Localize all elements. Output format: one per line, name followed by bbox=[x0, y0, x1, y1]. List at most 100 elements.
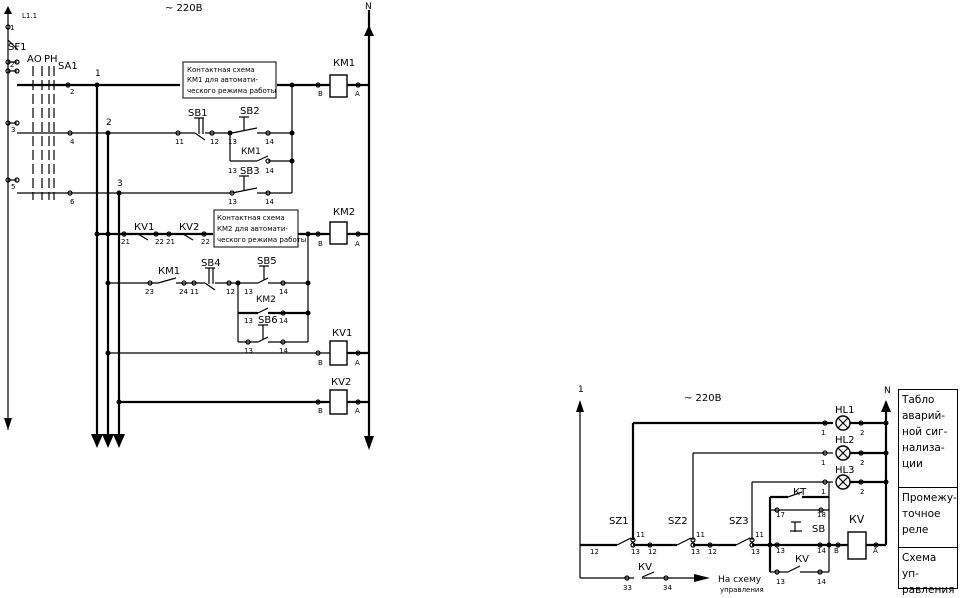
kt-term-1: 1 bbox=[821, 488, 825, 496]
box2-line2: КМ2 для автомати- bbox=[217, 225, 288, 233]
km2-auto-scheme-box bbox=[213, 209, 299, 248]
km1-circuit-row bbox=[17, 74, 369, 193]
sb6-term-13: 13 bbox=[244, 347, 253, 355]
km1-hold-label: КМ1 bbox=[241, 147, 261, 157]
km2-circuit-row bbox=[94, 221, 369, 322]
km1-hold-14: 14 bbox=[265, 167, 274, 175]
kv-hold-14: 14 bbox=[817, 578, 826, 586]
right-phase-bus bbox=[576, 400, 710, 582]
sz-control-line bbox=[580, 531, 886, 560]
kv1-contact-label: КV1 bbox=[134, 222, 154, 233]
box1-line2: КМ1 для автомати- bbox=[187, 76, 258, 84]
sb1-sb2-row bbox=[17, 116, 295, 164]
hl3-term-2: 2 bbox=[860, 488, 864, 496]
kv-term-34: 34 bbox=[663, 584, 672, 592]
hl2-term-1: 1 bbox=[821, 459, 825, 467]
sb-term-13: 13 bbox=[776, 547, 785, 555]
sb6-term-14: 14 bbox=[279, 347, 288, 355]
right-neutral-bus bbox=[881, 400, 891, 545]
left-bus-label: L1.1 bbox=[22, 12, 37, 20]
sf1-breaker bbox=[5, 24, 20, 183]
sz2-label: SZ2 bbox=[668, 516, 688, 527]
sa-contact-2b: 2 bbox=[70, 88, 74, 96]
kv-coil-label: КV bbox=[849, 513, 865, 526]
kv1-term-22: 22 bbox=[155, 238, 164, 246]
kv1-coil-label: КV1 bbox=[332, 328, 352, 339]
sz1-term-12: 12 bbox=[590, 548, 599, 556]
km1-term-23: 23 bbox=[145, 288, 154, 296]
kv-term-33: 33 bbox=[623, 584, 632, 592]
kv2-coil-label: КV2 bbox=[331, 377, 351, 388]
sa1-label: SA1 bbox=[58, 61, 78, 72]
hl2-row bbox=[692, 445, 889, 540]
kv-hold-13: 13 bbox=[776, 578, 785, 586]
line-number-2: 2 bbox=[106, 118, 112, 128]
sb1-term-11: 11 bbox=[175, 138, 184, 146]
line-number-1: 1 bbox=[95, 69, 101, 79]
sb4-term-11: 11 bbox=[190, 288, 199, 296]
sa-contact-5: 5 bbox=[11, 183, 15, 191]
kv2-contact-label: КV2 bbox=[179, 222, 199, 233]
hl1-term-1: 1 bbox=[821, 429, 825, 437]
km1-term-24: 24 bbox=[179, 288, 188, 296]
sz1-term-11: 11 bbox=[636, 531, 645, 539]
sb5-term-13: 13 bbox=[244, 288, 253, 296]
sb2-label: SB2 bbox=[240, 106, 260, 117]
sb5-label: SB5 bbox=[257, 256, 277, 267]
sa-contact-4: 4 bbox=[70, 138, 75, 146]
km2-hold-13: 13 bbox=[244, 317, 253, 325]
kv-output-contact bbox=[624, 571, 669, 581]
sz1-term-13: 13 bbox=[631, 548, 640, 556]
hl1-label: HL1 bbox=[835, 405, 854, 416]
km2-term-a: А bbox=[355, 240, 360, 248]
kv2-term-22: 22 bbox=[201, 238, 210, 246]
kv1-coil-row bbox=[105, 340, 369, 366]
kv1-term-b: В bbox=[318, 359, 323, 367]
right-supply-label: ~ 220В bbox=[684, 393, 722, 404]
sb2-term-13: 13 bbox=[228, 138, 237, 146]
km1-auto-scheme-box bbox=[182, 61, 277, 99]
sz3-term-12: 12 bbox=[708, 548, 717, 556]
km1-hold-13: 13 bbox=[228, 167, 237, 175]
km1-block-label: КМ1 bbox=[158, 266, 180, 277]
kv-coil-term-b: В bbox=[834, 547, 839, 555]
to-scheme-line2: управления bbox=[720, 586, 764, 594]
sa-contact-2: 2 bbox=[10, 61, 14, 69]
right-neutral-label: N bbox=[884, 386, 891, 396]
sa-contact-3: 3 bbox=[11, 126, 15, 134]
sb4-term-12: 12 bbox=[226, 288, 235, 296]
kv-contact-gap bbox=[634, 575, 642, 581]
box1-line3: ческого режима работы bbox=[187, 87, 276, 95]
sz3-term-11: 11 bbox=[755, 531, 764, 539]
kv-output-label: КV bbox=[638, 562, 652, 573]
hl3-row bbox=[751, 474, 889, 540]
box1-line1: Контактная схема bbox=[187, 66, 255, 74]
km2-coil-label: КМ2 bbox=[333, 207, 355, 218]
rn-label: РН bbox=[44, 54, 58, 65]
kt-sb-kv-block bbox=[768, 482, 830, 575]
kv-coil-term-a: А bbox=[873, 547, 878, 555]
sz2-term-13: 13 bbox=[691, 548, 700, 556]
kv2-coil-row bbox=[116, 389, 369, 415]
hl2-label: HL2 bbox=[835, 435, 854, 446]
kt-term-18: 18 bbox=[817, 511, 826, 519]
km1-coil-label: КМ1 bbox=[333, 58, 355, 69]
sa-contact-1: 1 bbox=[10, 24, 14, 32]
sb-label: SB bbox=[812, 524, 825, 535]
sb6-row bbox=[237, 313, 309, 345]
km1-term-b: В bbox=[318, 90, 323, 98]
sb4-label: SB4 bbox=[201, 258, 221, 269]
sb3-label: SB3 bbox=[240, 166, 260, 177]
kv1-term-a: А bbox=[355, 359, 360, 367]
left-phase-bus bbox=[4, 6, 12, 430]
left-supply-label: ~ 220В bbox=[165, 3, 203, 14]
kv2-term-21: 21 bbox=[166, 238, 175, 246]
kv1-term-21: 21 bbox=[121, 238, 130, 246]
left-control-buses bbox=[91, 85, 125, 448]
sb2-term-14: 14 bbox=[265, 138, 274, 146]
kv-hold-label: КV bbox=[795, 554, 809, 565]
sf1-label: SF1 bbox=[8, 42, 26, 53]
left-neutral-bus bbox=[364, 10, 374, 450]
hl2-term-2: 2 bbox=[860, 459, 864, 467]
